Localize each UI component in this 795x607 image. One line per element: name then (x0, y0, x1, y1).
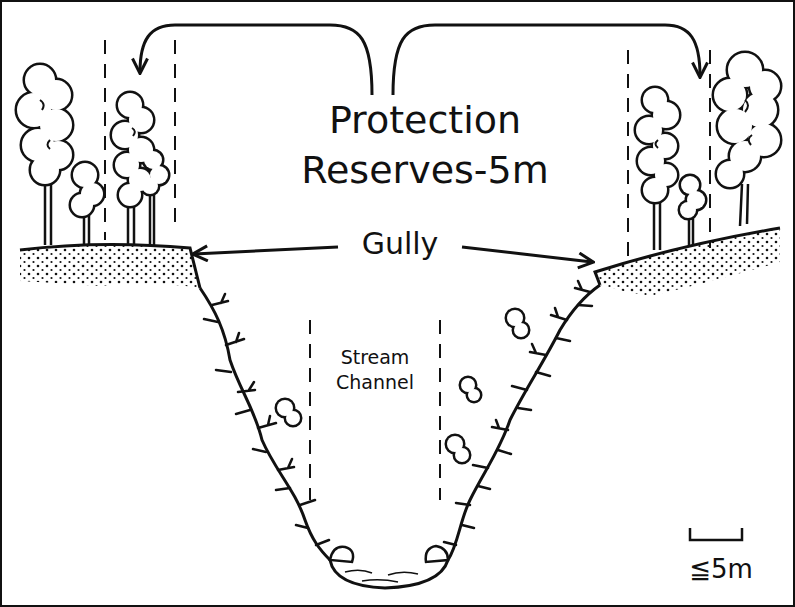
width-arrow (462, 247, 592, 262)
ground-line (20, 244, 200, 288)
soil-layer (595, 228, 780, 296)
scale-label: ≦5m (676, 553, 766, 585)
region-label: Gully (345, 226, 455, 262)
leader-arrow (140, 25, 372, 95)
stream-rock (330, 546, 448, 562)
stream-bed (330, 560, 448, 588)
soil-layer (20, 244, 200, 288)
annotation-label: Protection Reserves-5m (275, 95, 575, 195)
ground-line (595, 228, 780, 285)
channel-boundary (310, 320, 440, 500)
stream-water (345, 570, 418, 582)
leader-arrow (393, 25, 700, 95)
width-arrow (194, 247, 338, 254)
region-label: Stream Channel (320, 345, 430, 395)
tree-crown-outline (17, 53, 780, 462)
tree-crown-fill (17, 53, 780, 462)
scale-bar (690, 528, 742, 540)
reserve-boundary (105, 40, 710, 262)
